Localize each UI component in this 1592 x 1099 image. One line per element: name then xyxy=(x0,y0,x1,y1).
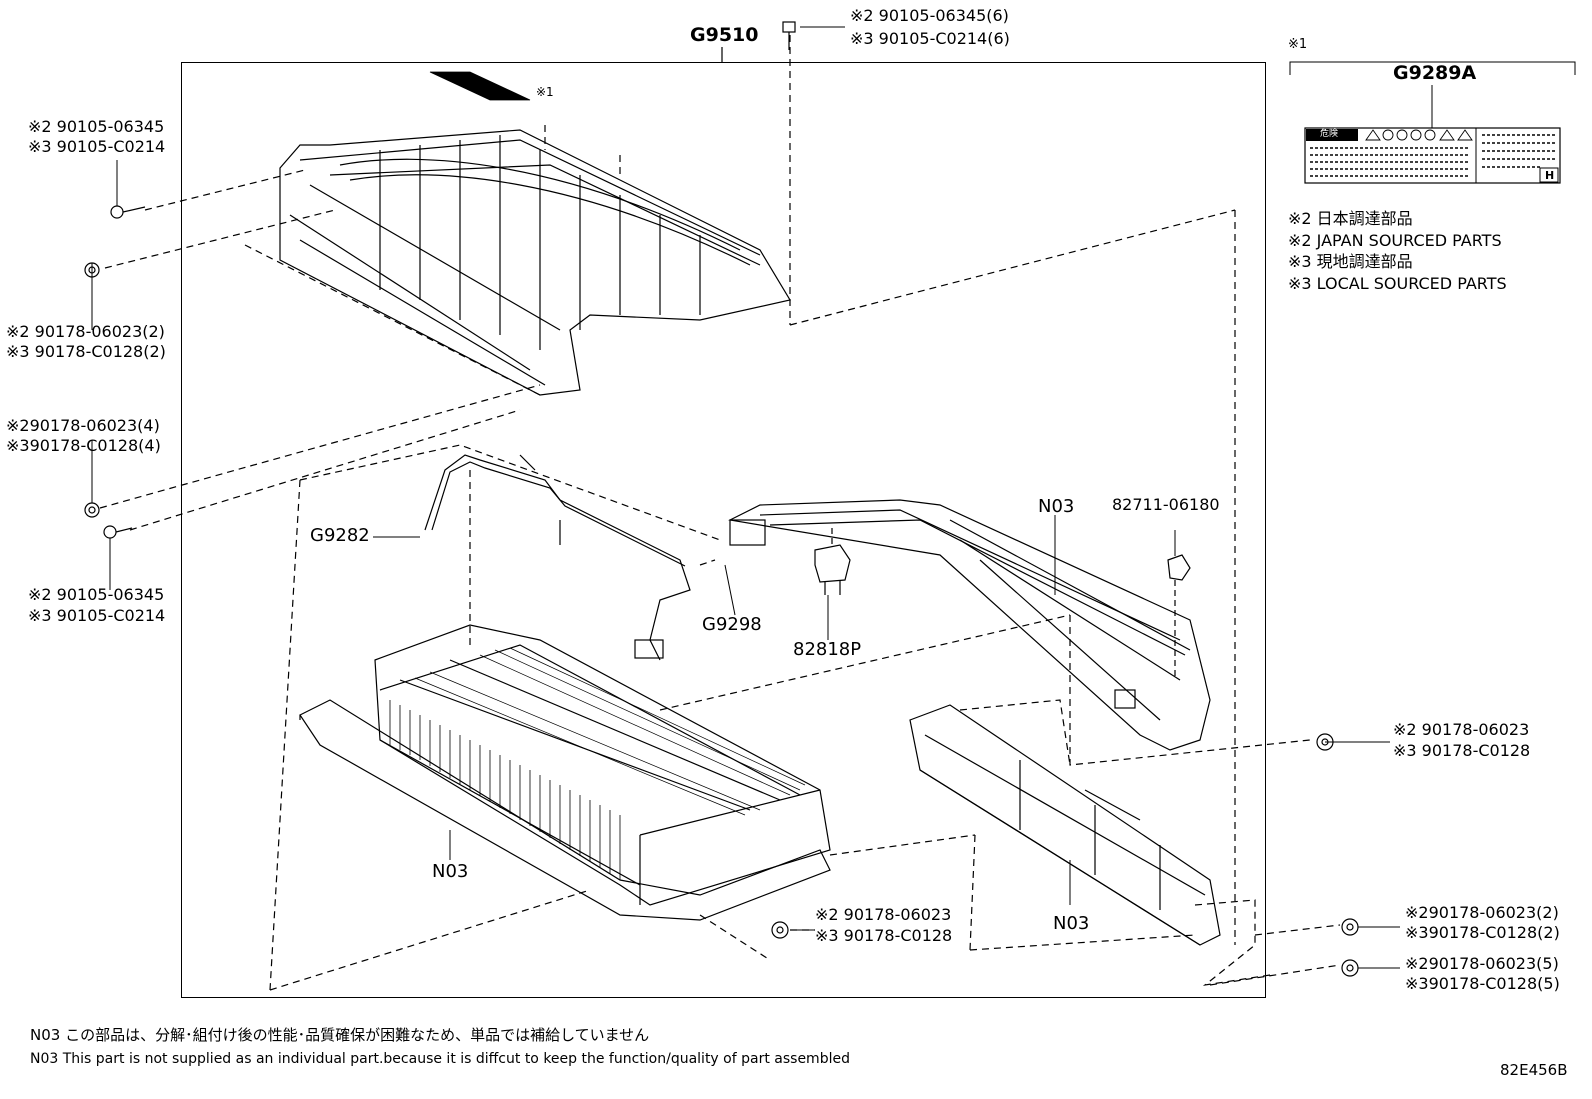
warning-label-graphic xyxy=(1304,127,1561,184)
footnote-japanese: N03 この部品は、分解･組付け後の性能･品質確保が困難なため、単品では補給して… xyxy=(30,1026,650,1044)
left-bolt-bottom-icon xyxy=(103,525,133,539)
left-bolt-bottom-callout-2: ※3 90105-C0214 xyxy=(28,606,166,625)
right-nut-5-callout-2: ※390178-C0128(5) xyxy=(1405,974,1560,993)
harness-leaders xyxy=(269,444,721,991)
right-nut-5-callout-1: ※290178-06023(5) xyxy=(1405,954,1559,973)
center-nut-icon xyxy=(771,921,789,939)
center-nut-callout-2: ※3 90178-C0128 xyxy=(815,926,953,945)
legend-line-1: ※2 日本調達部品 xyxy=(1288,209,1413,228)
left-bolt-bottom-callout-1: ※2 90105-06345 xyxy=(28,585,165,604)
bracket-n03-drawing xyxy=(909,704,1221,946)
label-letter: H xyxy=(1545,169,1555,182)
footnote-english: N03 This part is not supplied as an indi… xyxy=(30,1051,850,1067)
right-nut-2-callout-2: ※390178-C0128(2) xyxy=(1405,923,1560,942)
part-82711-06180: 82711-06180 xyxy=(1112,495,1220,514)
center-nut-callout-1: ※2 90178-06023 xyxy=(815,905,952,924)
legend-line-2: ※2 JAPAN SOURCED PARTS xyxy=(1288,231,1502,250)
top-bolt-icon xyxy=(782,21,796,50)
clip-82818p-drawing xyxy=(814,528,851,595)
cover-label-marker: ※1 xyxy=(536,85,554,99)
left-bolt-top-callout-1: ※2 90105-06345 xyxy=(28,117,165,136)
busbar-n03-drawing xyxy=(728,499,1211,751)
right-nut-single-callout-1: ※2 90178-06023 xyxy=(1393,720,1530,739)
upper-cover-drawing xyxy=(279,71,791,396)
part-g9282: G9282 xyxy=(310,525,370,546)
top-bolt-callout-2: ※3 90105-C0214(6) xyxy=(850,29,1010,48)
part-n03-lower-right: N03 xyxy=(1053,913,1090,934)
right-nut-single-callout-2: ※3 90178-C0128 xyxy=(1393,741,1531,760)
label-code: G9289A xyxy=(1393,62,1477,84)
figure-id: 82E456B xyxy=(1500,1061,1568,1079)
part-82818p: 82818P xyxy=(793,639,862,660)
right-nut-2-icon xyxy=(1341,918,1359,936)
lower-leaders xyxy=(269,614,1341,991)
left-nut-4-callout-2: ※390178-C0128(4) xyxy=(6,436,161,455)
upper-leaders xyxy=(99,35,1236,945)
part-n03-lower-left: N03 xyxy=(432,861,469,882)
label-marker: ※1 xyxy=(1288,37,1308,52)
left-bolt-top-callout-2: ※3 90105-C0214 xyxy=(28,137,166,156)
left-nut-2-callout-1: ※2 90178-06023(2) xyxy=(6,322,165,341)
battery-stack-n03-drawing xyxy=(299,624,831,921)
assembly-frame xyxy=(181,62,1266,998)
harness-g9282-drawing xyxy=(424,454,691,661)
top-bolt-callout-1: ※2 90105-06345(6) xyxy=(850,6,1009,25)
callout-leaders xyxy=(91,26,1576,969)
legend-line-4: ※3 LOCAL SOURCED PARTS xyxy=(1288,274,1507,293)
connector-82711-drawing xyxy=(1167,554,1191,680)
legend-line-3: ※3 現地調達部品 xyxy=(1288,252,1413,271)
left-nut-4-icon xyxy=(84,502,100,518)
assembly-code: G9510 xyxy=(690,24,759,46)
left-nut-4-callout-1: ※290178-06023(4) xyxy=(6,416,160,435)
part-n03-upper: N03 xyxy=(1038,496,1075,517)
left-nut-2-callout-2: ※3 90178-C0128(2) xyxy=(6,342,166,361)
left-bolt-top-icon xyxy=(110,205,146,219)
right-nut-2-callout-1: ※290178-06023(2) xyxy=(1405,903,1559,922)
part-g9298: G9298 xyxy=(702,614,762,635)
label-warning-text: 危険 xyxy=(1320,129,1339,139)
right-nut-5-icon xyxy=(1341,959,1359,977)
